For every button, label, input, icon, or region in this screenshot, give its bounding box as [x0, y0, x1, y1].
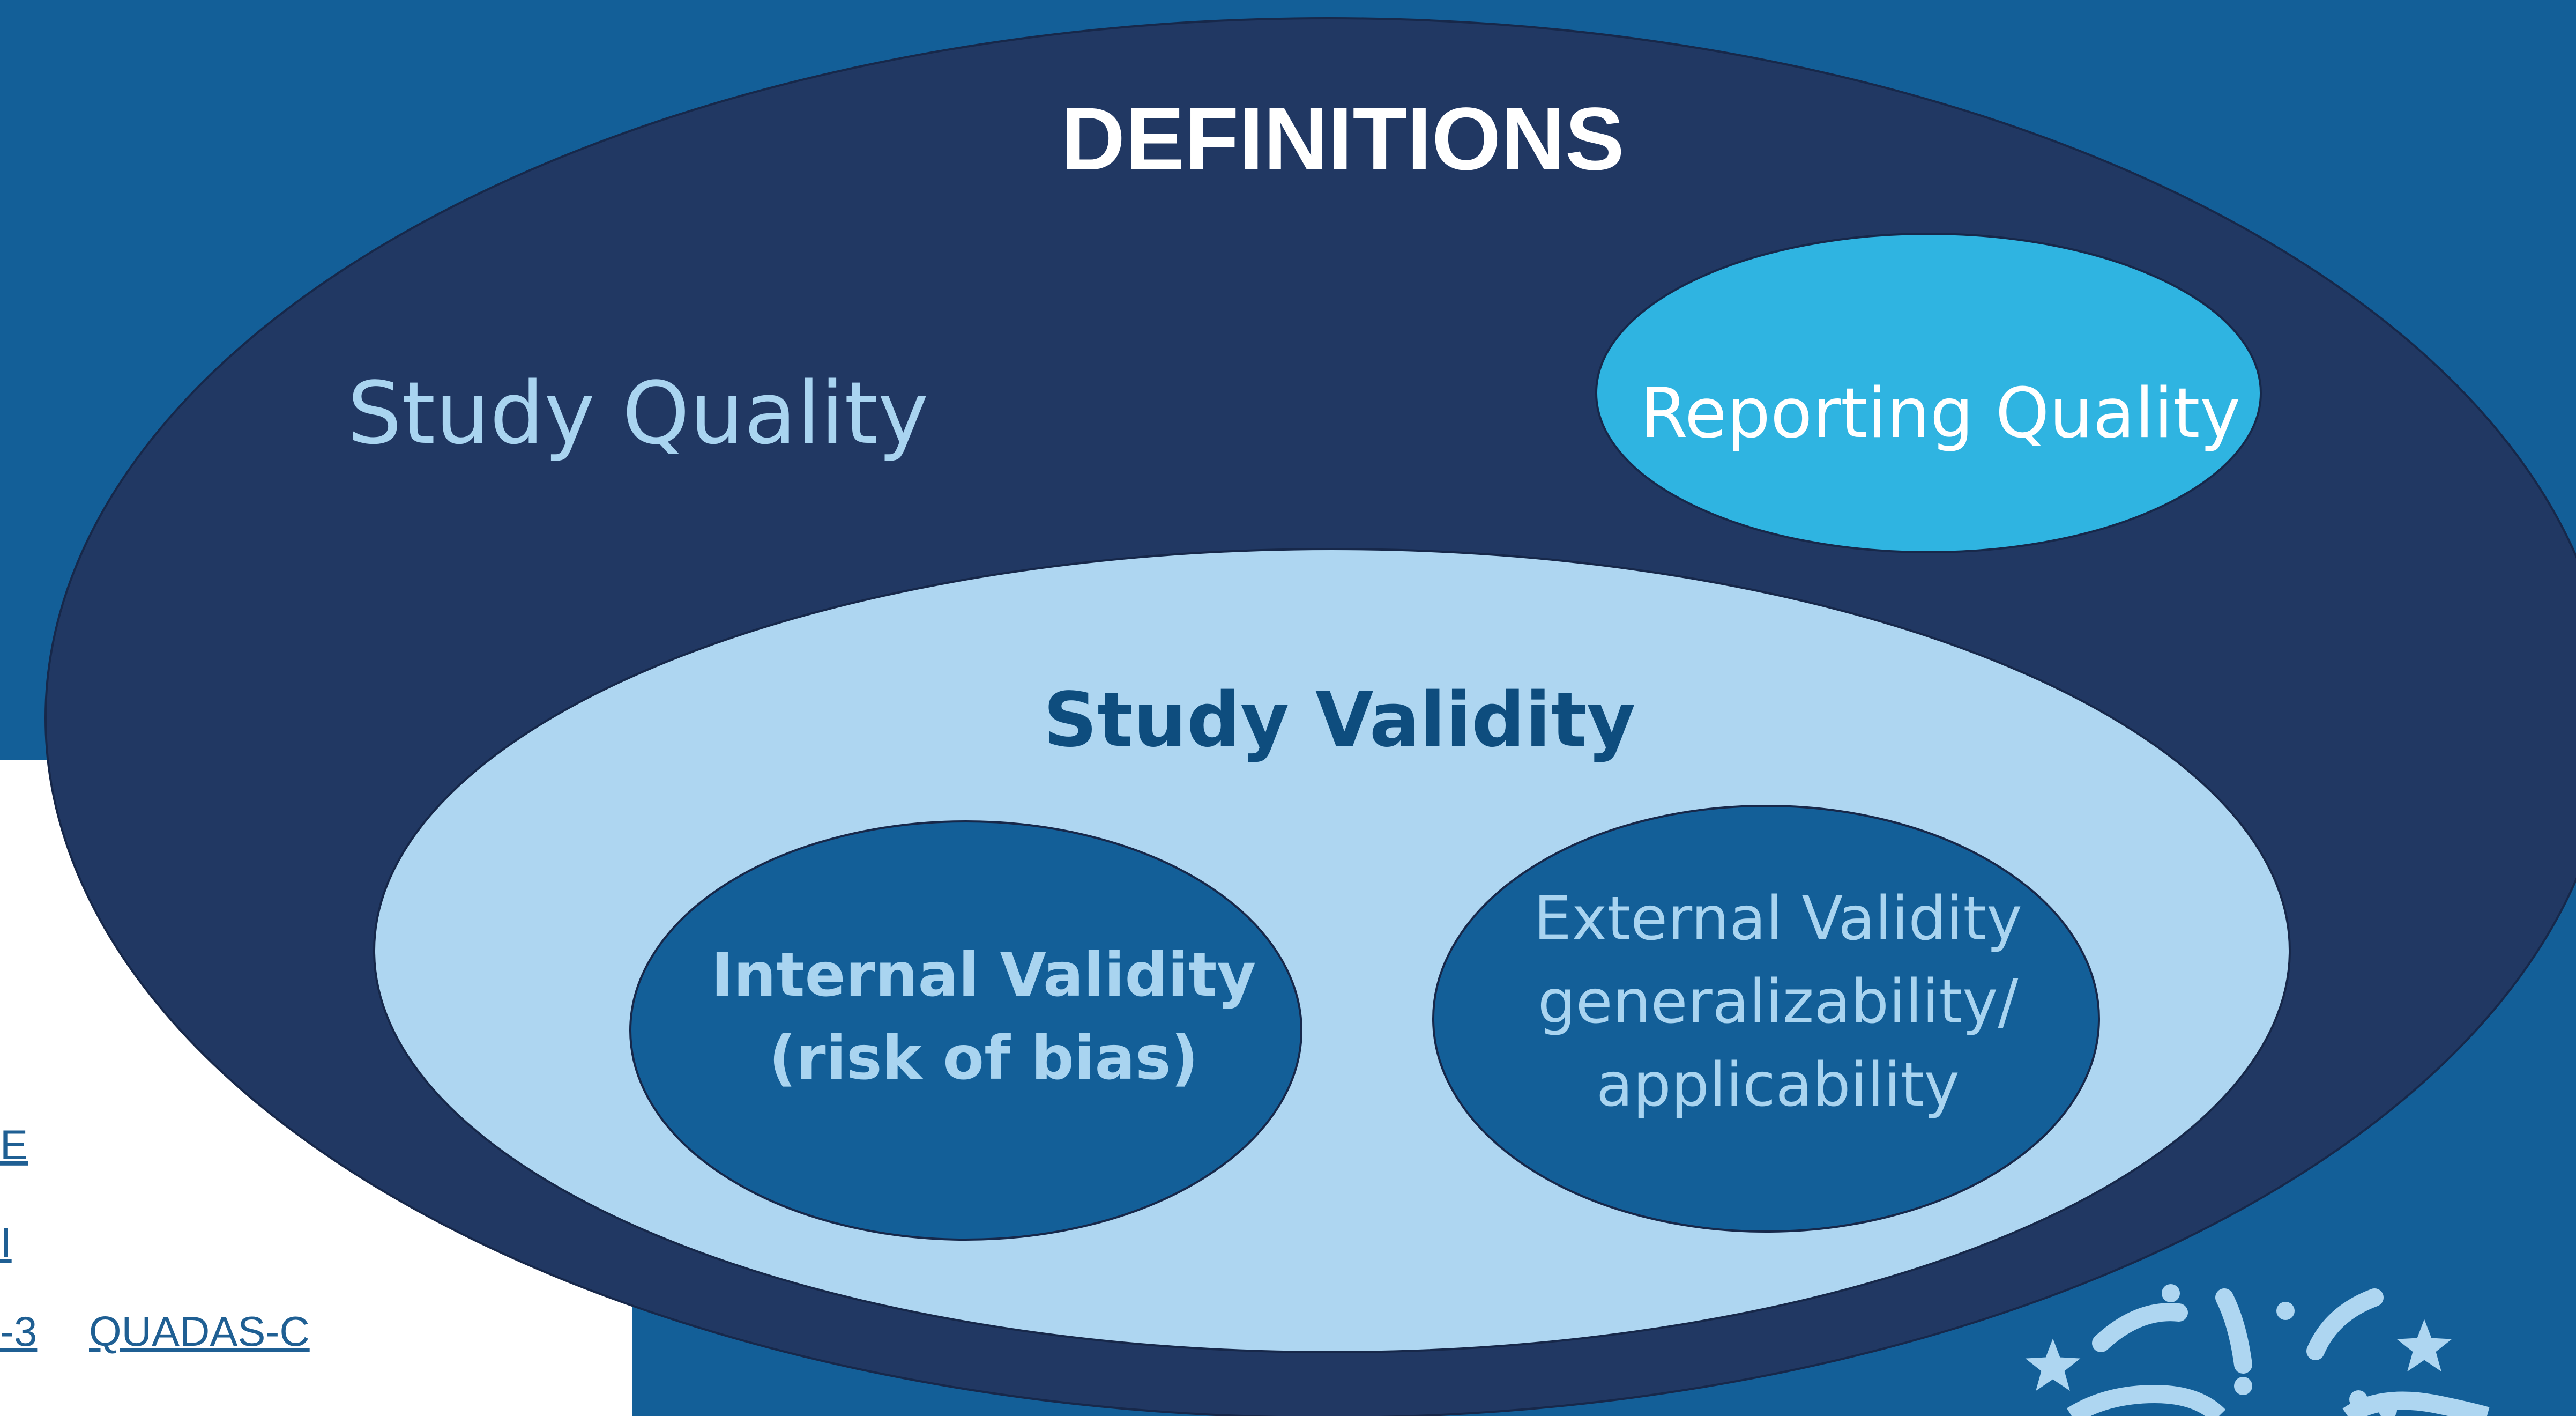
- external-validity-sublabel-2: applicability: [1596, 1050, 1960, 1120]
- reporting-quality-ellipse: [1595, 233, 2262, 553]
- internal-validity-ellipse: [629, 820, 1302, 1241]
- internal-validity-sublabel: (risk of bias): [769, 1024, 1198, 1093]
- background-link-1[interactable]: E: [0, 1121, 28, 1168]
- diagram-title: DEFINITIONS: [1061, 90, 1624, 189]
- external-validity-sublabel-1: generalizability/: [1538, 967, 2019, 1037]
- reporting-quality-label: Reporting Quality: [1640, 374, 2240, 454]
- study-quality-label: Study Quality: [347, 363, 929, 463]
- celebration-stars-icon: [2025, 1284, 2490, 1416]
- background-link-quadas-c[interactable]: QUADAS-C: [89, 1308, 310, 1355]
- study-validity-label: Study Validity: [1043, 677, 1635, 764]
- external-validity-label: External Validity: [1533, 884, 2022, 954]
- bottom-divider: [632, 1395, 654, 1416]
- internal-validity-label: Internal Validity: [711, 940, 1256, 1010]
- background-link-2[interactable]: I: [0, 1219, 12, 1266]
- background-link-3[interactable]: -3: [0, 1308, 37, 1355]
- external-validity-ellipse: [1432, 805, 2100, 1233]
